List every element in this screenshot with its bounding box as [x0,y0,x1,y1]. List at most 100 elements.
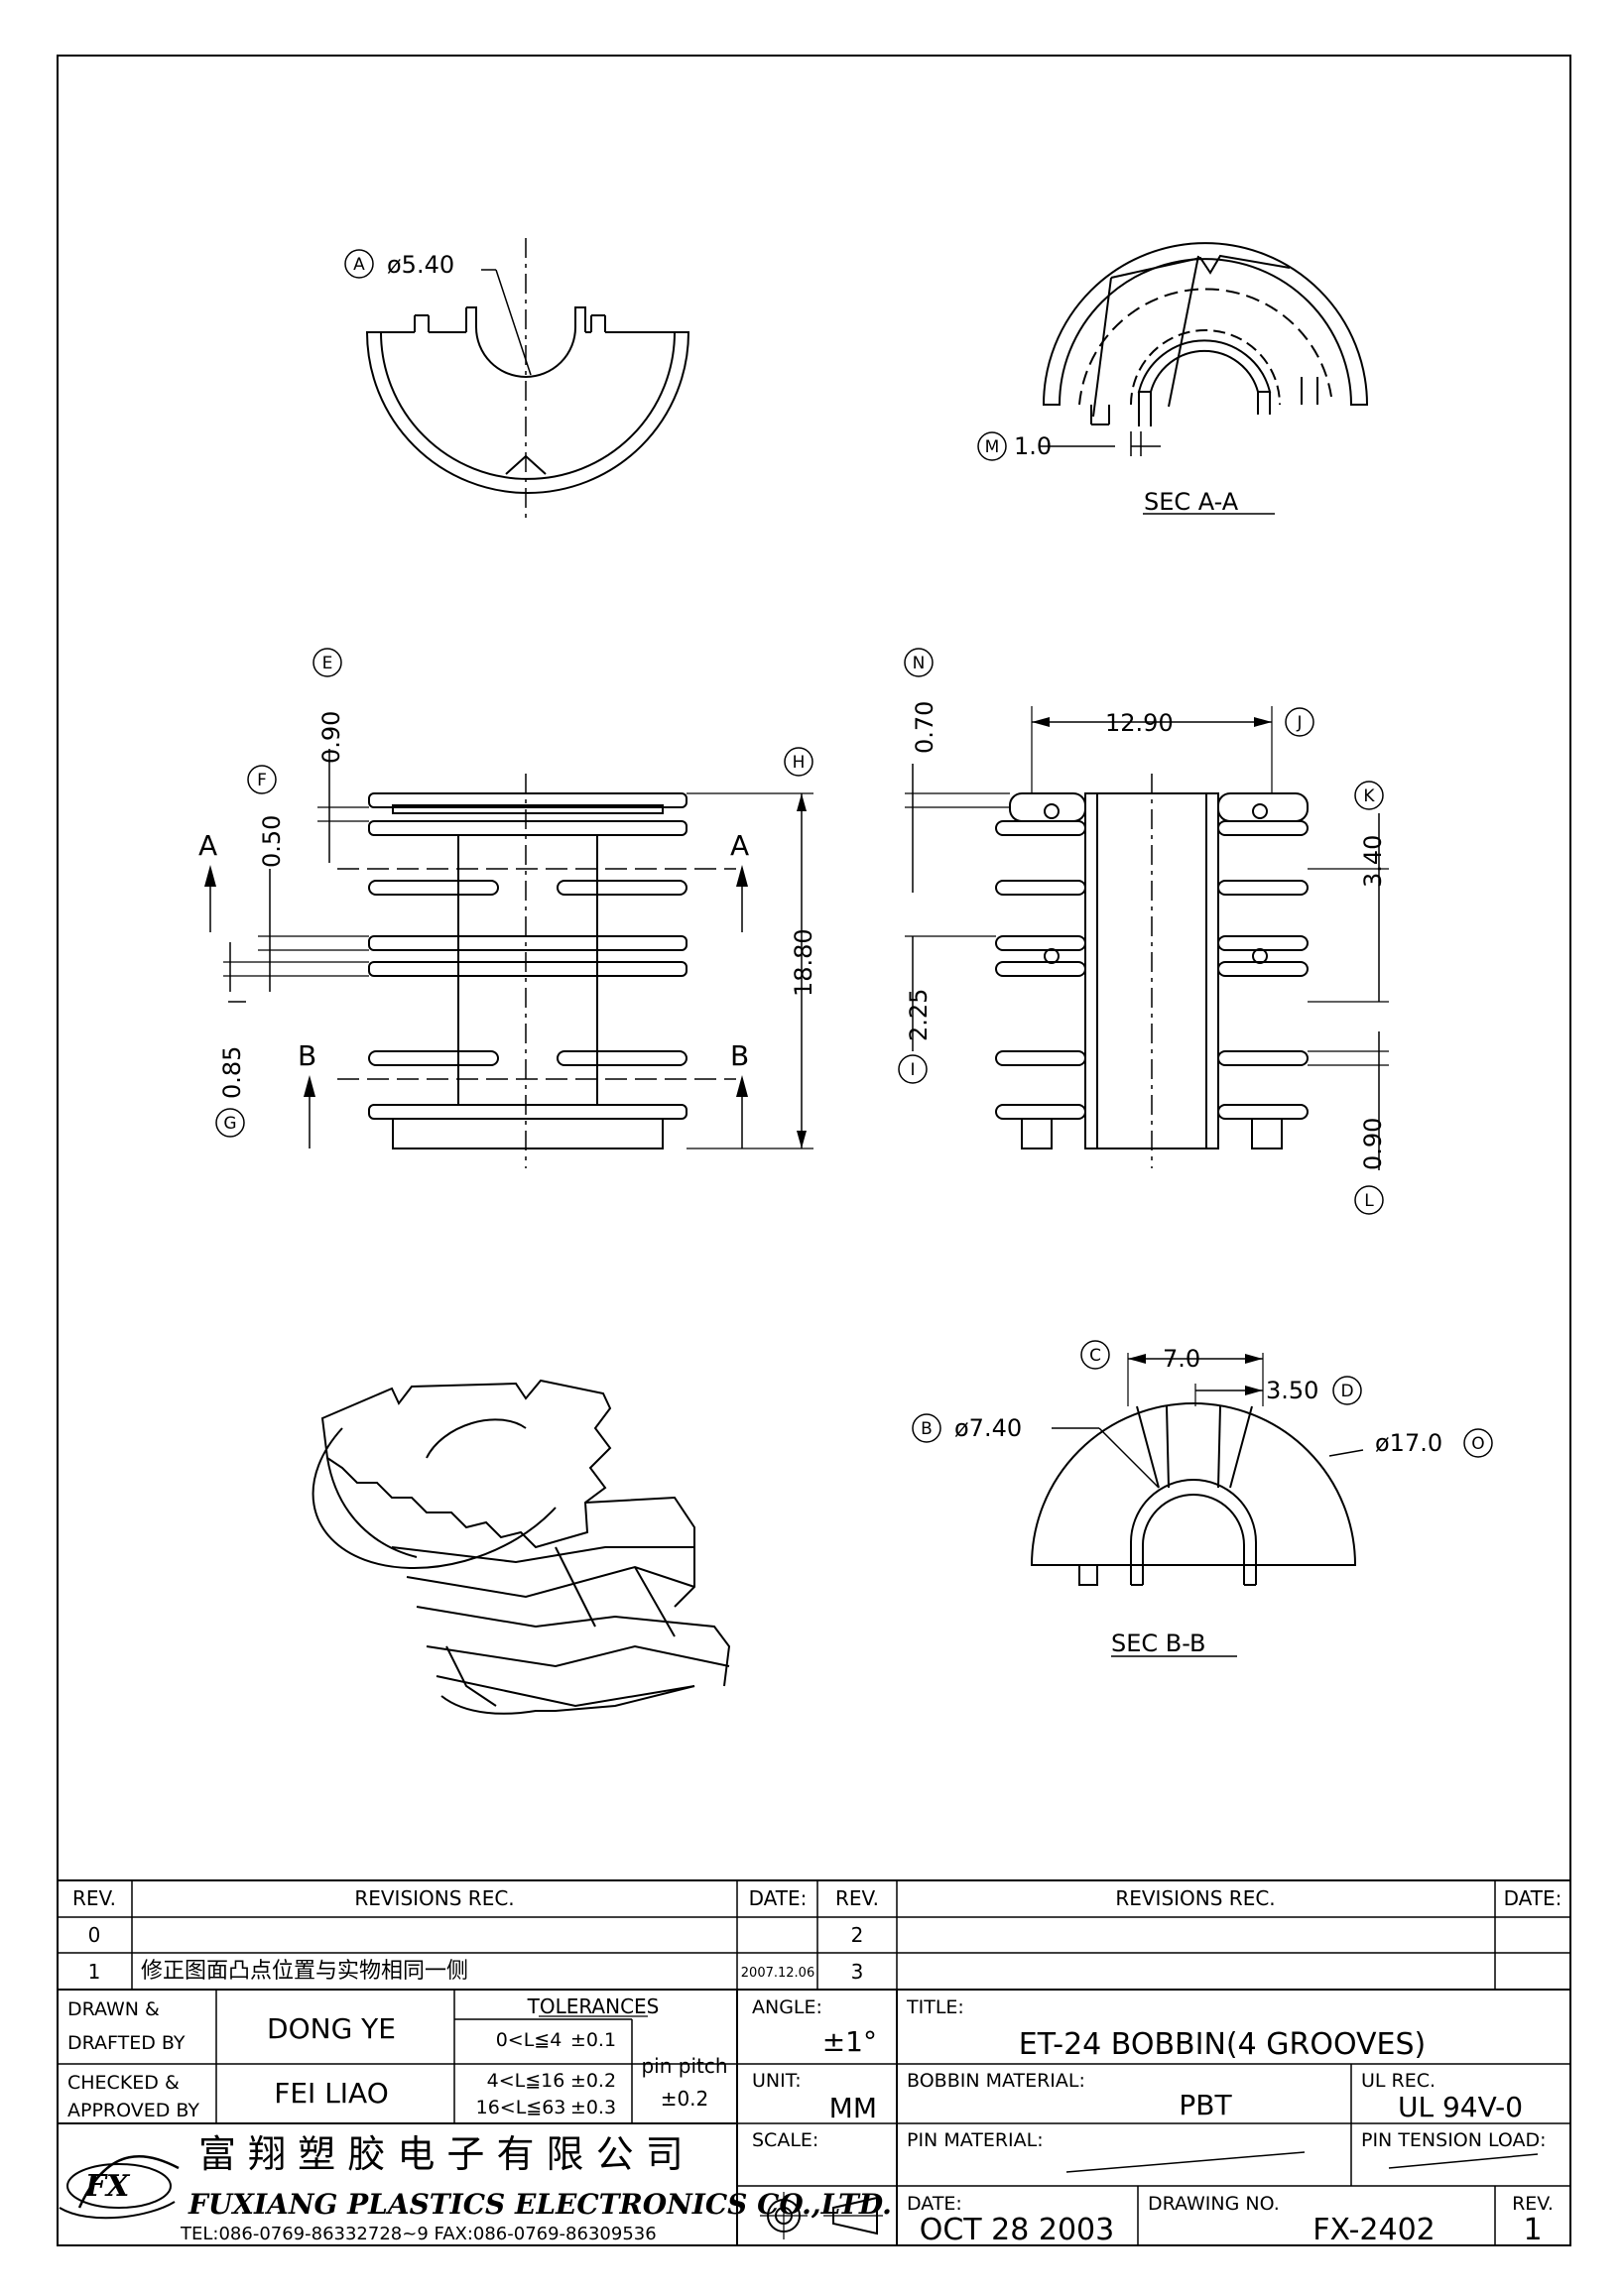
angle-value: ±1° [822,2025,877,2058]
rev-row-1-rec: 修正图面凸点位置与实物相同一侧 [141,1959,468,1984]
dim-g: 0.85 [218,1046,246,1099]
drawing-date: OCT 28 2003 [920,2213,1114,2247]
rec-header-right: REVISIONS REC. [1115,1886,1275,1910]
title-label: TITLE: [906,1996,964,2018]
side-arrows [1032,717,1272,727]
drawing-number: FX-2402 [1312,2213,1436,2247]
section-b-view [912,1340,1493,1657]
date-label: DATE: [907,2193,962,2215]
balloon-h: H [793,753,806,773]
balloon-i: I [910,1060,915,1080]
balloon-b: B [921,1419,933,1439]
balloon-o: O [1471,1434,1484,1454]
drawing-title: ET-24 BOBBIN(4 GROOVES) [1019,2027,1427,2062]
tolerances-title: TOLERANCES [527,1994,660,2018]
dim-n: 0.70 [911,701,938,754]
dim-e: 0.90 [317,711,345,764]
date-header-left: DATE: [749,1886,808,1910]
title-block-grid [58,1990,1570,2245]
section-marker-b-left: B [298,1039,316,1072]
dim-d: 3.50 [1266,1377,1318,1404]
drawing-no-label: DRAWING NO. [1148,2193,1280,2215]
date-header-right: DATE: [1504,1886,1562,1910]
tol-value-1: ±0.2 [570,2070,616,2092]
isometric-view [312,1379,731,1715]
revisions-table [58,1879,1570,1991]
balloon-a: A [353,255,365,275]
tol-range-1: 4<L≦16 [487,2070,565,2092]
balloon-f: F [257,771,267,790]
dim-l: 0.90 [1359,1118,1387,1170]
dim-o: ø17.0 [1375,1429,1442,1457]
pin-material-label: PIN MATERIAL: [907,2129,1044,2151]
pin-tension-label: PIN TENSION LOAD: [1361,2129,1547,2151]
tol-range-0: 0<L≦4 [496,2029,562,2051]
dim-h: 18.80 [790,928,817,997]
rev-row-1-rev: 1 [88,1960,101,1984]
drawn-by: DONG YE [267,2012,396,2045]
rev-row-3-rev: 3 [851,1960,864,1984]
company-logo-text: FX [84,2169,131,2204]
balloon-c: C [1089,1346,1101,1366]
tol-value-0: ±0.1 [570,2029,616,2051]
section-b-arrows [1128,1354,1263,1395]
dim-m: 1.0 [1014,432,1052,460]
ul-rating: UL 94V-0 [1398,2091,1523,2123]
rev-header-left: REV. [72,1886,116,1910]
dim-c: 7.0 [1163,1345,1200,1373]
unit-label: UNIT: [752,2070,802,2092]
section-b-title: SEC B-B [1111,1630,1206,1657]
unit-value: MM [829,2092,877,2124]
section-marker-a-left: A [198,829,217,862]
tol-value-2: ±0.3 [570,2097,616,2118]
balloon-d: D [1340,1382,1353,1401]
balloon-j: J [1296,713,1302,733]
section-a-title: SEC A-A [1144,488,1239,516]
pin-pitch-label: pin pitch [641,2054,727,2078]
rev-number: 1 [1523,2213,1542,2247]
side-view [898,648,1389,1215]
tol-range-2: 16<L≦63 [476,2097,566,2118]
rev-header-right: REV. [835,1886,879,1910]
rev-row-1-date: 2007.12.06 [741,1966,814,1981]
dim-b: ø7.40 [954,1414,1022,1442]
company-name-en: FUXIANG PLASTICS ELECTRONICS CO.,LTD. [187,2188,892,2221]
scale-label: SCALE: [752,2129,818,2151]
checked-label-2: APPROVED BY [67,2100,199,2121]
dim-j: 12.90 [1105,709,1174,737]
rev-row-2-rev: 2 [851,1923,864,1947]
projection-symbol-icon [760,2192,883,2239]
dim-i: 2.25 [905,989,933,1041]
pin-pitch-value: ±0.2 [661,2087,709,2111]
front-view [209,648,813,1168]
balloon-k: K [1363,786,1375,806]
company-name-cn: 富 翔 塑 胶 电 子 有 限 公 司 [198,2132,684,2176]
drawn-label-1: DRAWN & [67,1998,160,2020]
top-view [344,238,690,521]
section-marker-b-right: B [730,1039,749,1072]
dim-f: 0.50 [258,815,286,868]
company-logo-icon [59,2154,180,2220]
bobbin-material-label: BOBBIN MATERIAL: [907,2070,1085,2092]
rec-header-left: REVISIONS REC. [354,1886,514,1910]
balloon-n: N [913,654,926,673]
checked-by: FEI LIAO [274,2077,389,2110]
balloon-m: M [985,437,1000,457]
rev-row-0-rev: 0 [88,1923,101,1947]
balloon-e: E [322,654,333,673]
ul-label: UL REC. [1361,2070,1436,2092]
section-a-view [977,242,1369,515]
dim-k: 3.40 [1359,835,1387,888]
dim-a-diameter: ø5.40 [387,251,454,279]
angle-label: ANGLE: [752,1996,822,2018]
balloon-l: L [1364,1191,1374,1211]
rev-label: REV. [1512,2193,1554,2215]
drawn-label-2: DRAFTED BY [67,2032,186,2054]
section-marker-a-right: A [730,829,749,862]
balloon-g: G [223,1114,236,1134]
company-contact: TEL:086-0769-86332728~9 FAX:086-0769-863… [180,2224,657,2244]
front-arrows [204,793,807,1148]
sheet-border [57,55,1571,2246]
bobbin-material: PBT [1179,2089,1232,2121]
